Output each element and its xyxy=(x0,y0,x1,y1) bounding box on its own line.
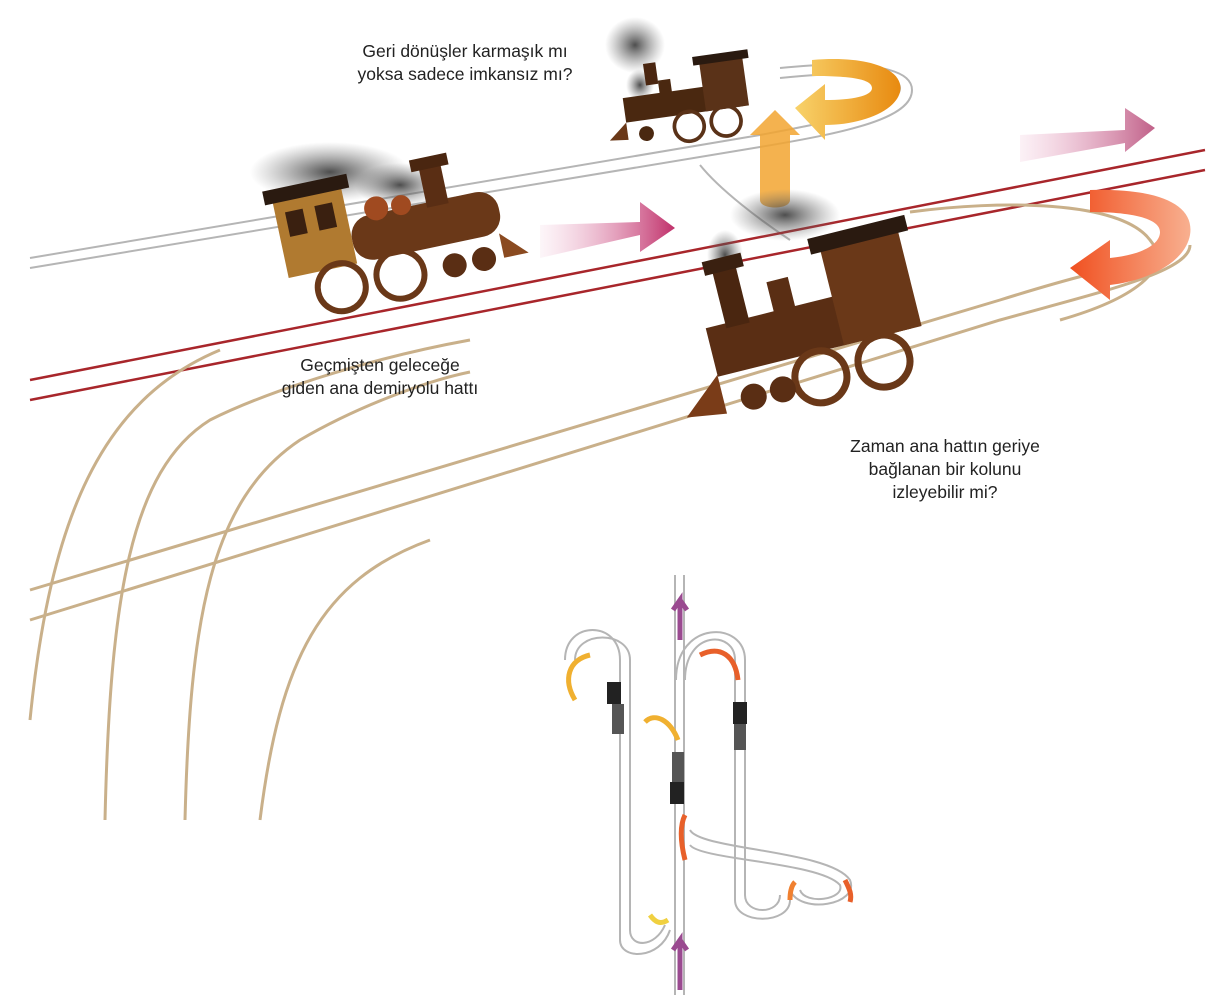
inset-track-schematic xyxy=(564,575,854,995)
locomotive-icon xyxy=(609,49,749,144)
locomotive-icon xyxy=(734,724,746,750)
u-turn-arrow-icon xyxy=(566,652,591,702)
u-turn-arrow-icon xyxy=(678,813,688,861)
locomotive-icon xyxy=(612,704,624,734)
smoke-icon xyxy=(250,17,840,280)
caption-main-line: Geçmişten geleceğe giden ana demiryolu h… xyxy=(281,355,479,398)
locomotive-icon xyxy=(607,682,621,704)
forward-arrow-main xyxy=(540,202,675,258)
caption-loop-question: Geri dönüşler karmaşık mı yoksa sadece i… xyxy=(357,41,573,84)
u-turn-arrow-branch xyxy=(1070,189,1191,300)
caption-branch-question: Zaman ana hattın geriye bağlanan bir kol… xyxy=(850,436,1040,502)
u-turn-arrow-loop xyxy=(750,59,901,208)
u-turn-arrow-icon xyxy=(647,913,670,925)
u-turn-arrow-icon xyxy=(643,715,681,742)
locomotive-icon xyxy=(686,214,922,418)
forward-arrow-top-right xyxy=(1020,108,1155,162)
u-turn-arrow-icon xyxy=(698,648,741,681)
u-turn-arrow-icon xyxy=(842,878,854,903)
direction-arrow-icon xyxy=(670,932,690,990)
locomotive-icon xyxy=(262,152,529,315)
locomotive-icon xyxy=(672,752,684,782)
direction-arrow-icon xyxy=(670,592,690,640)
branch-track xyxy=(28,203,1192,821)
u-turn-arrow-icon xyxy=(787,880,797,901)
locomotive-icon xyxy=(733,702,747,724)
locomotive-icon xyxy=(670,782,684,804)
main-railway-line xyxy=(29,148,1206,402)
